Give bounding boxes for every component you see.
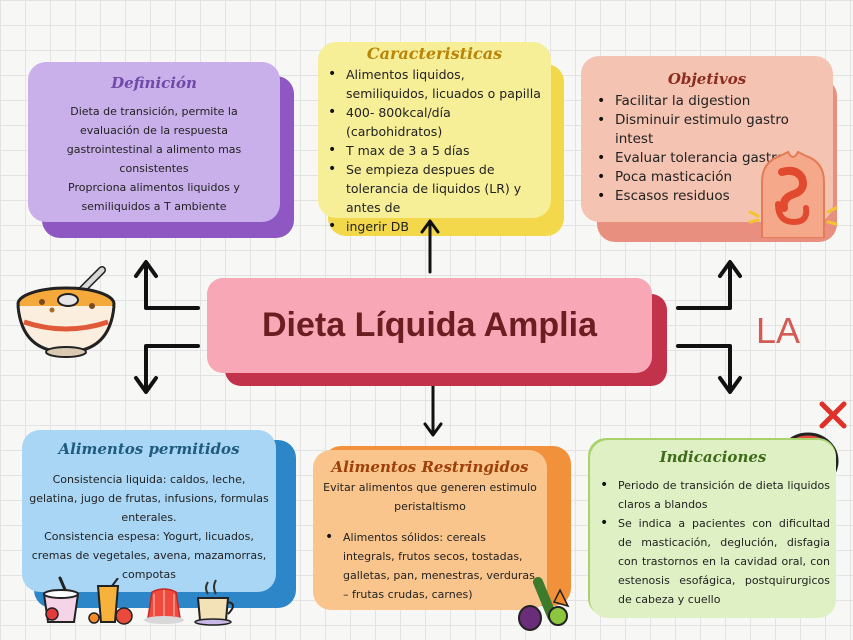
- tea-cup-icon: [194, 579, 234, 626]
- caracteristicas-item: 400- 800kcal/día (carbohidratos): [324, 103, 545, 141]
- objetivos-item: Escasos residuos: [593, 187, 821, 206]
- restringidos-intro: Evitar alimentos que generen estimulo pe…: [323, 481, 537, 513]
- caracteristicas-item: Se empieza despues de tolerancia de liqu…: [324, 160, 545, 217]
- definicion-line: Dieta de transición, permite la evaluaci…: [66, 105, 242, 175]
- definicion-card-face: Definición Dieta de transición, permite …: [28, 62, 280, 222]
- center-card: Dieta Líquida Amplia: [207, 278, 667, 386]
- permitidos-line: Consistencia espesa: Yogurt, licuados, c…: [31, 530, 267, 581]
- jelly-icon: [144, 588, 184, 624]
- definicion-card: Definición Dieta de transición, permite …: [28, 62, 294, 238]
- soup-bowl-icon: [16, 266, 116, 358]
- caracteristicas-item: T max de 3 a 5 días: [324, 141, 545, 160]
- indicaciones-card-face: Indicaciones Periodo de transición de di…: [590, 440, 836, 618]
- indicaciones-item: Periodo de transición de dieta liquidos …: [596, 476, 830, 514]
- vegetables-icon: [518, 577, 570, 631]
- arrow-down-icon: [423, 380, 443, 437]
- side-label: LA: [756, 310, 801, 351]
- restringidos-card-face: Alimentos Restringidos Evitar alimentos …: [313, 450, 547, 610]
- juice-icon: [88, 578, 133, 625]
- yogurt-icon: [42, 576, 80, 623]
- arrow-up-right-icon: [676, 260, 742, 310]
- objetivos-item: Disminuir estimulo gastro intest: [593, 111, 821, 149]
- arrow-down-left-icon: [134, 344, 200, 394]
- objetivos-item: Poca masticación: [593, 168, 821, 187]
- red-x-icon: [819, 401, 847, 429]
- permitidos-line: Consistencia liquida: caldos, leche, gel…: [29, 473, 269, 524]
- center-card-face: Dieta Líquida Amplia: [207, 278, 652, 373]
- caracteristicas-item: ingerir DB: [324, 217, 545, 236]
- indicaciones-card: Indicaciones Periodo de transición de di…: [588, 438, 836, 618]
- indicaciones-item: Se indica a pacientes con dificultad de …: [596, 514, 830, 609]
- caracteristicas-title: Caracteristicas: [366, 44, 503, 63]
- definicion-line: Proprciona alimentos liquidos y semiliqu…: [68, 181, 240, 213]
- objetivos-item: Facilitar la digestion: [593, 92, 821, 111]
- restringidos-item: Alimentos sólidos: cereals integrals, fr…: [321, 528, 539, 604]
- definicion-title: Definición: [111, 74, 197, 92]
- stomach-icon: [748, 150, 838, 238]
- objetivos-item: Evaluar tolerancia gastro: [593, 149, 821, 168]
- caracteristicas-card: Caracteristicas Alimentos liquidos, semi…: [318, 42, 564, 236]
- arrow-up-icon: [420, 219, 440, 274]
- caracteristicas-item: Alimentos liquidos, semiliquidos, licuad…: [324, 65, 545, 103]
- page-title: Dieta Líquida Amplia: [261, 306, 597, 344]
- indicaciones-title: Indicaciones: [659, 448, 767, 466]
- restringidos-title: Alimentos Restringidos: [331, 458, 529, 476]
- permitidos-card-face: Alimentos permitidos Consistencia liquid…: [22, 430, 276, 592]
- arrow-down-right-icon: [676, 344, 742, 394]
- arrow-up-left-icon: [134, 260, 200, 310]
- objetivos-title: Objetivos: [667, 70, 747, 88]
- restringidos-card: Alimentos Restringidos Evitar alimentos …: [313, 446, 571, 610]
- permitidos-card: Alimentos permitidos Consistencia liquid…: [22, 430, 296, 608]
- permitidos-title: Alimentos permitidos: [58, 440, 240, 458]
- caracteristicas-card-face: Caracteristicas Alimentos liquidos, semi…: [318, 42, 551, 236]
